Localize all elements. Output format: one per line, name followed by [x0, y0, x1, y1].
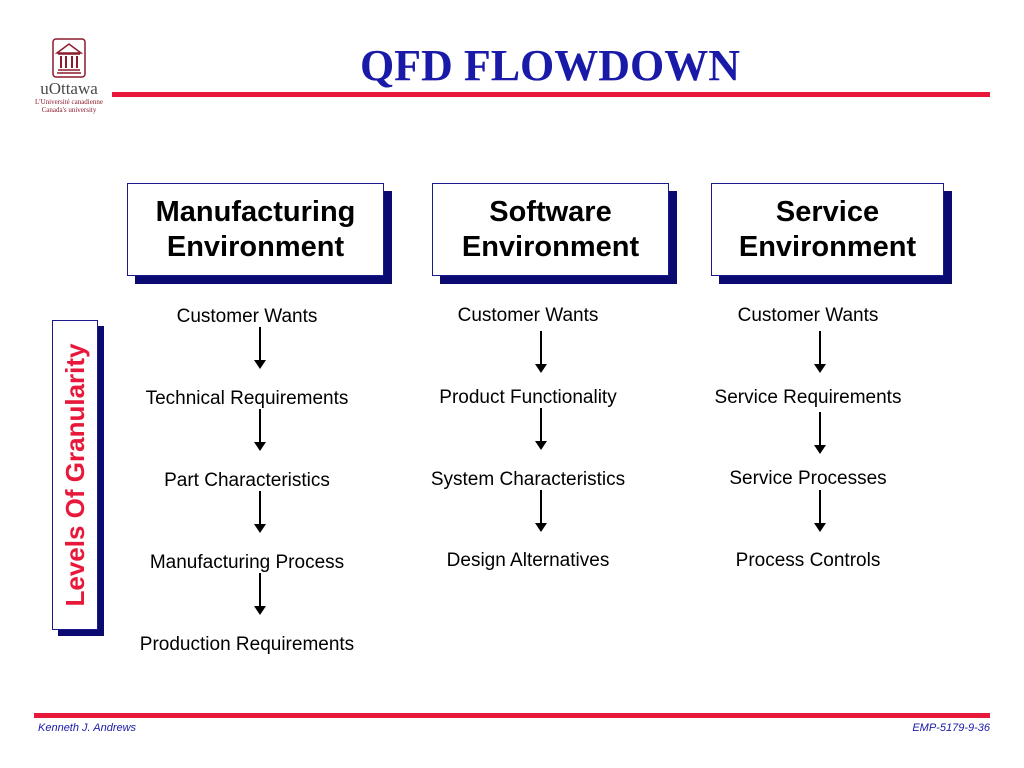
- arrow-down-icon: [535, 408, 547, 450]
- service-level-4: Process Controls: [735, 550, 881, 571]
- service-level-3: Service Processes: [729, 468, 887, 489]
- manufacturing-level-3: Part Characteristics: [164, 470, 330, 491]
- service-heading-line-2: Environment: [738, 230, 917, 263]
- granularity-label: Levels Of Granularity: [60, 343, 90, 607]
- service-heading-line-1: Service: [775, 195, 880, 228]
- footer-author: Kenneth J. Andrews: [38, 722, 137, 734]
- page-title: QFD FLOWDOWN: [359, 41, 741, 90]
- service-environment-box: Service Environment: [711, 183, 944, 276]
- manufacturing-heading-line-1: Manufacturing: [155, 195, 356, 228]
- arrow-down-icon: [535, 490, 547, 532]
- service-level-1: Customer Wants: [737, 305, 879, 326]
- title-divider: [112, 92, 990, 97]
- software-level-1: Customer Wants: [457, 305, 599, 326]
- logo-subtitle-2: Canada's university: [41, 106, 97, 114]
- arrow-down-icon: [254, 573, 266, 615]
- software-heading-line-2: Environment: [461, 230, 640, 263]
- manufacturing-environment-box: Manufacturing Environment: [127, 183, 384, 276]
- arrow-down-icon: [254, 409, 266, 451]
- software-level-4: Design Alternatives: [446, 550, 610, 571]
- arrow-down-icon: [254, 327, 266, 369]
- software-level-3: System Characteristics: [430, 469, 626, 490]
- arrow-down-icon: [254, 491, 266, 533]
- software-environment-box: Software Environment: [432, 183, 669, 276]
- manufacturing-level-5: Production Requirements: [139, 634, 355, 655]
- manufacturing-heading-line-2: Environment: [166, 230, 345, 263]
- manufacturing-level-4: Manufacturing Process: [149, 552, 345, 573]
- footer-slide-code: EMP-5179-9-36: [912, 722, 990, 734]
- arrow-down-icon: [814, 490, 826, 532]
- software-heading-line-1: Software: [489, 195, 612, 228]
- footer-divider: [34, 713, 990, 718]
- logo-name: uOttawa: [40, 79, 98, 98]
- logo-subtitle-1: L'Université canadienne: [35, 98, 103, 106]
- manufacturing-level-2: Technical Requirements: [145, 388, 349, 409]
- software-level-2: Product Functionality: [439, 387, 617, 408]
- manufacturing-level-1: Customer Wants: [176, 306, 318, 327]
- arrow-down-icon: [814, 412, 826, 454]
- university-building-icon: [52, 38, 86, 78]
- university-logo: uOttawa L'Université canadienne Canada's…: [24, 38, 114, 114]
- arrow-down-icon: [535, 331, 547, 373]
- service-level-2: Service Requirements: [714, 387, 902, 408]
- arrow-down-icon: [814, 331, 826, 373]
- granularity-box: [52, 320, 98, 630]
